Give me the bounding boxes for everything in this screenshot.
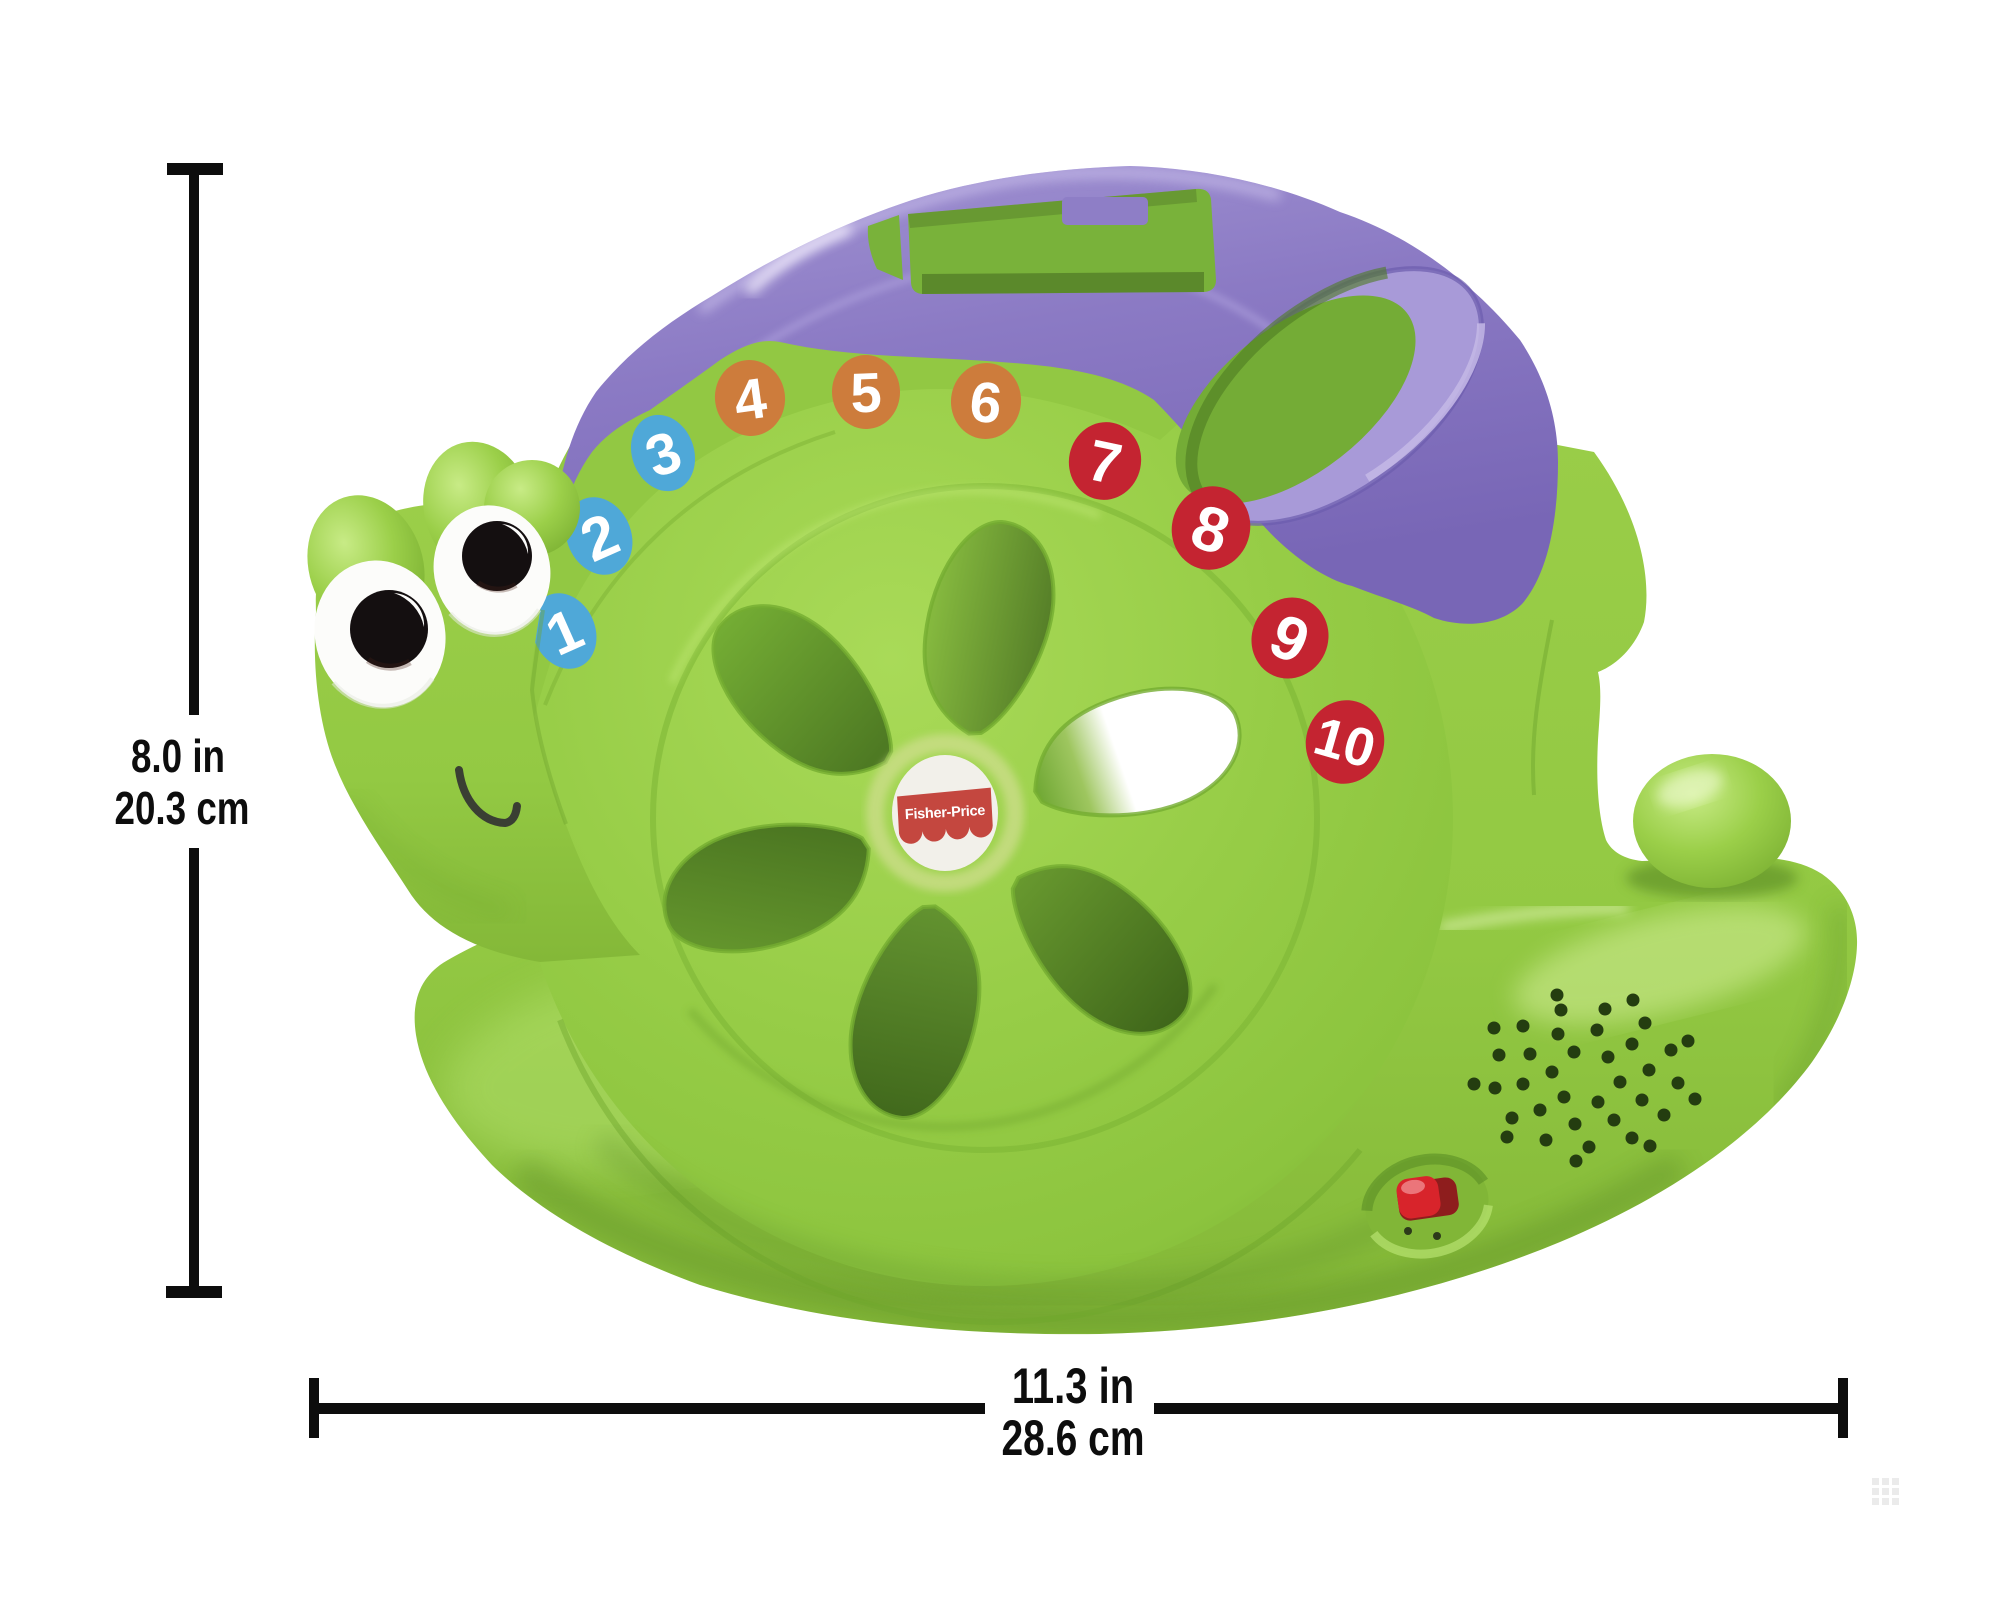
svg-text:8.0 in: 8.0 in xyxy=(131,730,225,782)
svg-text:Fisher-Price: Fisher-Price xyxy=(905,803,986,823)
svg-text:5: 5 xyxy=(849,360,882,424)
svg-text:20.3 cm: 20.3 cm xyxy=(114,782,249,834)
svg-text:28.6 cm: 28.6 cm xyxy=(1001,1409,1144,1466)
svg-text:6: 6 xyxy=(967,370,1005,437)
svg-text:11.3 in: 11.3 in xyxy=(1012,1358,1134,1414)
